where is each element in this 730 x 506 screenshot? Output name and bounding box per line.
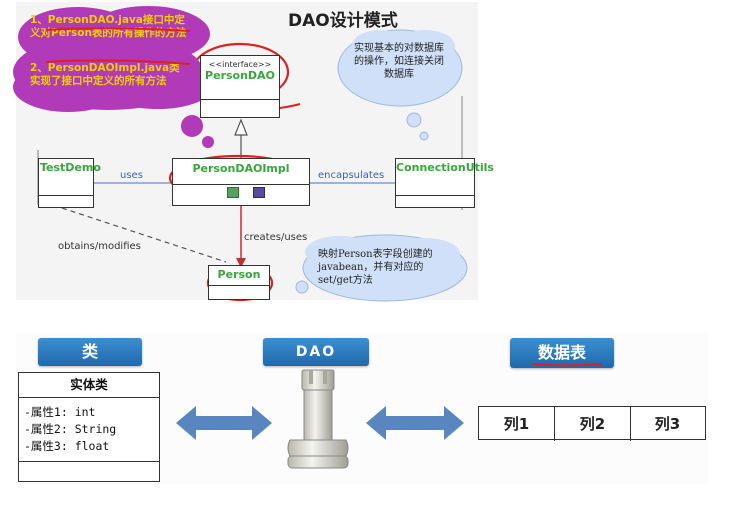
dao-tag: DAO: [263, 338, 369, 366]
label-creates-uses: creates/uses: [244, 232, 308, 243]
info-cloud-right: [337, 29, 463, 141]
uml-class-testdemo: TestDemo: [38, 158, 101, 208]
class-tag: 类: [38, 338, 142, 366]
slide-title: DAO设计模式: [288, 11, 398, 31]
uml-class-person: Person: [208, 265, 270, 300]
dao-connector-icon: [287, 369, 349, 469]
note-underline: [45, 27, 191, 65]
uml-class-connectionutils: ConnectionUtils: [395, 158, 494, 208]
data-table-row: 列1 列2 列3: [478, 406, 706, 441]
table-tag-underline: [531, 363, 603, 367]
double-arrow-left: [176, 406, 272, 440]
label-obtains-modifies: obtains/modifies: [58, 241, 141, 252]
label-encapsulates: encapsulates: [318, 170, 385, 181]
table-column-3: 列3: [654, 415, 681, 433]
info-cloud-right-text: 实现基本的对数据库的操作，如连接关闭数据库: [354, 43, 444, 80]
entity-attribute: -属性2: String: [24, 422, 117, 436]
info-cloud-bottom: [295, 234, 468, 302]
entity-attribute: -属性3: float: [24, 439, 110, 453]
entity-attribute: -属性1: int: [24, 405, 96, 419]
person-name: Person: [217, 268, 261, 281]
impl-play-icon: [253, 187, 265, 198]
uml-interface-persondao: <<interface>> PersonDAO: [200, 55, 280, 118]
interface-stereotype: <<interface>>: [208, 60, 272, 69]
table-column-2: 列2: [555, 407, 631, 441]
entity-class-title: 实体类: [19, 373, 159, 398]
note-item-2: 2、PersonDAOImpl.java类实现了接口中定义的所有方法: [30, 62, 180, 87]
impl-name: PersonDAOImpl: [192, 162, 290, 175]
label-uses: uses: [120, 170, 143, 181]
info-cloud-bottom-text: 映射Person表字段创建的javabean，并有对应的set/get方法: [318, 249, 433, 286]
interface-name: PersonDAO: [205, 69, 275, 82]
testdemo-name: TestDemo: [40, 161, 101, 174]
note-cloud: [13, 6, 214, 148]
connectionutils-name: ConnectionUtils: [396, 161, 494, 174]
table-column-1: 列1: [479, 407, 555, 441]
impl-grid-icon: [227, 187, 239, 198]
double-arrow-right: [366, 406, 464, 440]
table-tag: 数据表: [510, 338, 614, 368]
entity-class-box: 实体类 -属性1: int -属性2: String -属性3: float: [18, 372, 160, 482]
uml-class-persondaoimpl: PersonDAOImpl: [172, 158, 310, 206]
